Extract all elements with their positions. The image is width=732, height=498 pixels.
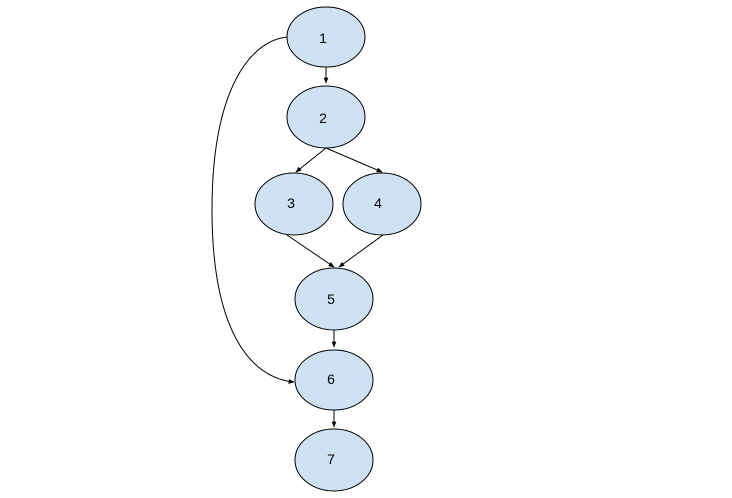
node-7-shape xyxy=(294,428,374,492)
node-4: 4 xyxy=(342,172,422,236)
node-1: 1 xyxy=(286,6,366,68)
node-5-shape xyxy=(294,267,374,331)
node-6-label: 6 xyxy=(327,371,335,387)
node-5-label: 5 xyxy=(327,291,335,307)
node-7-label: 7 xyxy=(327,451,335,467)
edge-2-3 xyxy=(295,147,327,173)
node-2-shape xyxy=(286,85,366,149)
node-3: 3 xyxy=(254,172,334,236)
edge-4-5 xyxy=(338,234,384,268)
node-4-label: 4 xyxy=(374,195,382,211)
edge-3-5 xyxy=(286,234,335,268)
node-7: 7 xyxy=(294,428,374,492)
node-3-shape xyxy=(254,172,334,236)
edge-1-6 xyxy=(211,36,295,384)
node-2: 2 xyxy=(286,85,366,149)
node-1-shape xyxy=(286,6,366,68)
node-6: 6 xyxy=(294,349,374,411)
node-5: 5 xyxy=(294,267,374,331)
edge-2-4 xyxy=(325,147,383,173)
node-4-shape xyxy=(342,172,422,236)
node-6-shape xyxy=(294,349,374,411)
node-2-label: 2 xyxy=(319,110,327,126)
node-1-label: 1 xyxy=(319,30,327,46)
node-3-label: 3 xyxy=(287,195,295,211)
